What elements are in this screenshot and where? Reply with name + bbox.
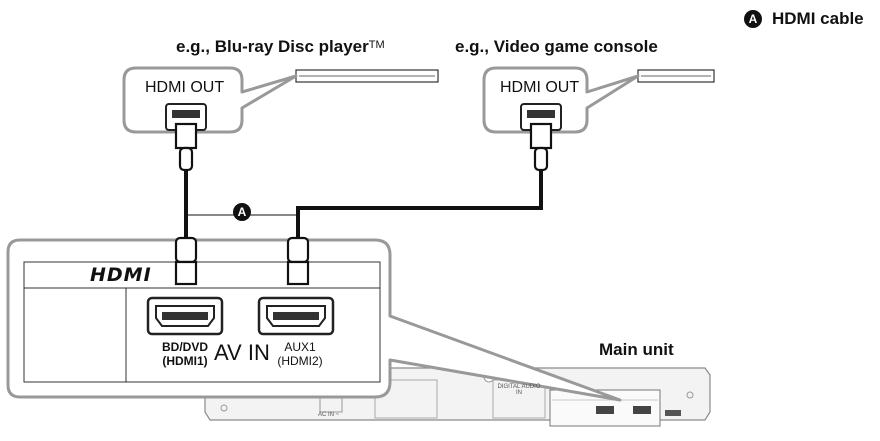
bluray-label: e.g., Blu-ray Disc playerTM — [176, 37, 385, 57]
port-bd-label: BD/DVD (HDMI1) — [150, 340, 220, 368]
port-aux-line2: (HDMI2) — [277, 354, 323, 368]
legend-badge: A — [744, 10, 762, 28]
bluray-port-label: HDMI OUT — [145, 79, 225, 96]
port-bd-line1: BD/DVD — [161, 340, 208, 354]
port-bd-line2: (HDMI1) — [162, 354, 208, 368]
trademark-mark: TM — [368, 39, 385, 51]
legend-text: HDMI cable — [772, 9, 864, 28]
hdmi-cable-bluray — [174, 122, 198, 286]
port-aux-label: AUX1 (HDMI2) — [270, 340, 330, 368]
console-port-label: HDMI OUT — [500, 79, 580, 96]
ac-in-fine-print: AC IN ~ — [318, 412, 340, 418]
bluray-label-text: e.g., Blu-ray Disc player — [176, 37, 369, 56]
legend: A HDMI cable — [744, 9, 864, 29]
av-in-label: AV IN — [214, 340, 270, 365]
cable-marker-badge — [233, 203, 251, 221]
hdmi-cable-console — [286, 122, 553, 286]
port-aux1 — [257, 296, 335, 336]
digital-fine-print: DIGITAL AUDIO IN — [497, 384, 541, 396]
port-aux-line1: AUX1 — [284, 340, 316, 354]
console-label: e.g., Video game console — [455, 37, 658, 56]
bluray-device — [122, 66, 439, 134]
main-unit-label: Main unit — [599, 340, 674, 359]
console-device — [482, 66, 715, 134]
port-bd-dvd — [146, 296, 224, 336]
cable-marker-text: A — [237, 205, 247, 219]
hdmi-logo: HDMI — [90, 264, 152, 286]
